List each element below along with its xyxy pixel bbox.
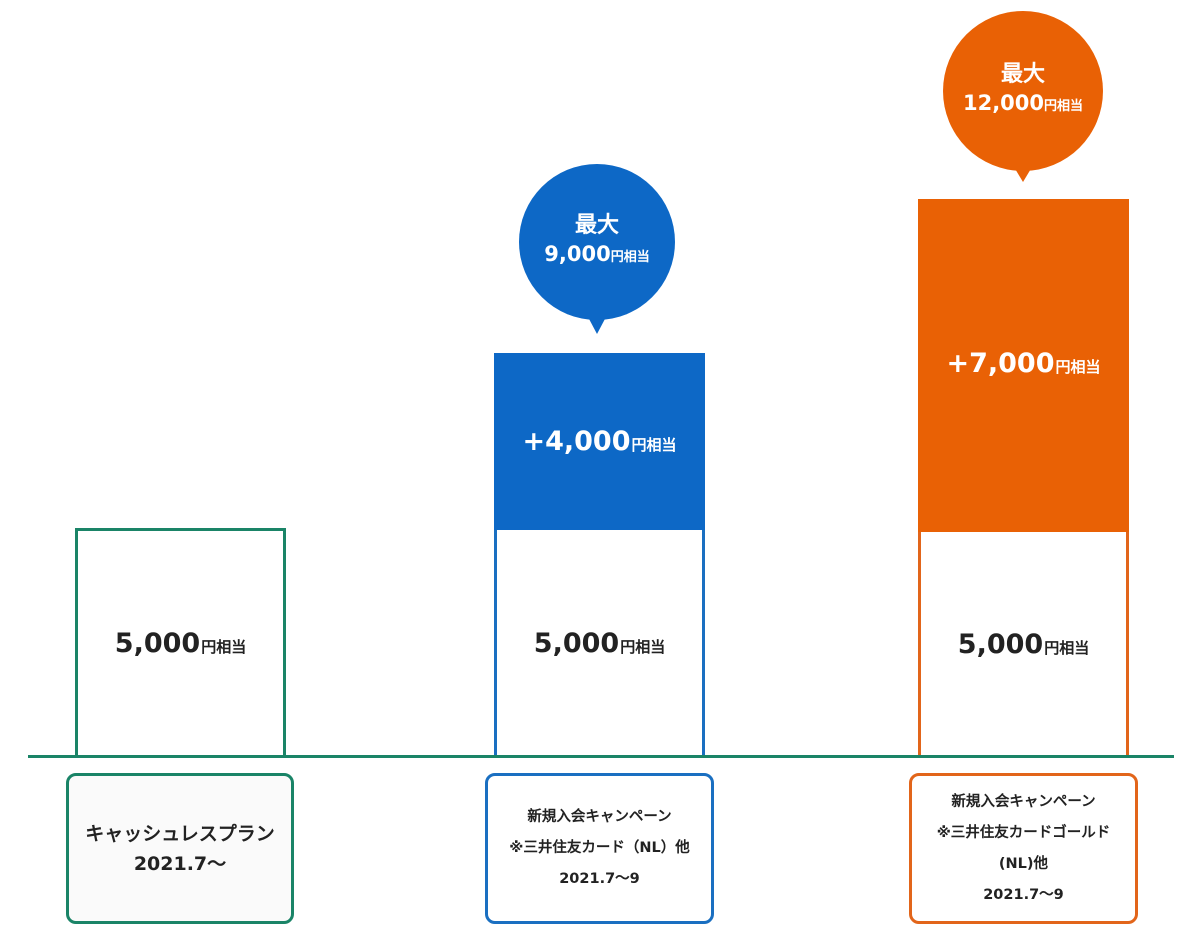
label-line: 2021.7〜9 xyxy=(559,871,640,887)
x-axis-baseline xyxy=(28,755,1174,758)
bar-value-label: 5,000円相当 xyxy=(114,628,247,659)
label-line: ※三井住友カード（NL）他 xyxy=(509,840,690,856)
bar-value-label: +4,000円相当 xyxy=(522,426,677,457)
bar-value-label: 5,000円相当 xyxy=(957,628,1090,660)
label-line: 2021.7〜9 xyxy=(983,886,1064,903)
label-line: キャッシュレスプラン xyxy=(85,822,275,845)
bar-cashless-base: 5,000円相当 xyxy=(75,528,286,756)
label-line: 新規入会キャンペーン xyxy=(951,793,1096,810)
bar-campaign-nl-bonus: +4,000円相当 xyxy=(494,353,705,530)
bar-campaign-gold-base: 5,000円相当 xyxy=(918,532,1129,756)
label-line: ※三井住友カードゴールド xyxy=(936,824,1111,841)
bar-value-label: +7,000円相当 xyxy=(946,348,1101,379)
bubble-amount: 12,000円相当 xyxy=(962,91,1084,115)
category-label-campaign-nl: 新規入会キャンペーン ※三井住友カード（NL）他 2021.7〜9 xyxy=(485,773,714,924)
label-line: (NL)他 xyxy=(998,855,1049,872)
category-label-campaign-gold: 新規入会キャンペーン ※三井住友カードゴールド (NL)他 2021.7〜9 xyxy=(909,773,1138,924)
bubble-max-label: 最大 xyxy=(574,213,619,238)
category-label-cashless: キャッシュレスプラン 2021.7〜 xyxy=(66,773,294,924)
bar-campaign-nl-base: 5,000円相当 xyxy=(494,530,705,756)
label-line: 新規入会キャンペーン xyxy=(527,809,672,825)
bar-campaign-gold-bonus: +7,000円相当 xyxy=(918,199,1129,532)
label-line: 2021.7〜 xyxy=(133,852,227,875)
bar-value-label: 5,000円相当 xyxy=(533,627,666,659)
bubble-amount: 9,000円相当 xyxy=(544,242,650,266)
bubble-max-label: 最大 xyxy=(1000,62,1045,87)
